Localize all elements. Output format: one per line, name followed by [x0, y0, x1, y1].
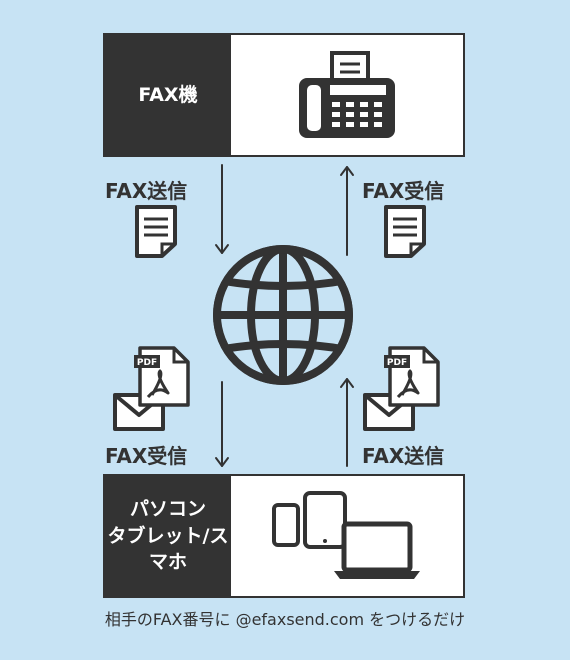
fax-machine-box: FAX機 — [103, 33, 465, 157]
fax-machine-icon — [299, 51, 395, 138]
bottom-right-send-label: FAX送信 — [362, 444, 445, 468]
globe-icon — [213, 245, 353, 385]
devices-icon-area — [231, 476, 463, 596]
bottom-left-receive-label: FAX受信 — [105, 444, 188, 468]
devices-label: パソコン タブレット/スマホ — [105, 476, 231, 596]
document-icon-receive — [384, 205, 426, 258]
bottom-right-arrow-up — [340, 378, 354, 467]
top-right-receive-label: FAX受信 — [362, 179, 445, 203]
email-pdf-group-left: PDF — [113, 346, 190, 431]
pdf-badge-left: PDF — [137, 358, 157, 368]
top-left-arrow-down — [215, 164, 229, 254]
document-icon-send — [135, 205, 177, 258]
devices-icon — [272, 491, 420, 579]
bottom-left-arrow-down — [215, 381, 229, 467]
top-left-send-label: FAX送信 — [105, 179, 188, 203]
pdf-badge-right: PDF — [387, 358, 407, 368]
pdf-file-icon-left: PDF — [134, 346, 190, 407]
fax-machine-label: FAX機 — [105, 35, 231, 155]
pdf-file-icon-right: PDF — [384, 346, 440, 407]
devices-box: パソコン タブレット/スマホ — [103, 474, 465, 598]
email-pdf-group-right: PDF — [363, 346, 440, 431]
fax-machine-icon-area — [231, 35, 463, 155]
caption-text: 相手のFAX番号に @efaxsend.com をつけるだけ — [104, 610, 466, 629]
top-right-arrow-up — [340, 166, 354, 256]
